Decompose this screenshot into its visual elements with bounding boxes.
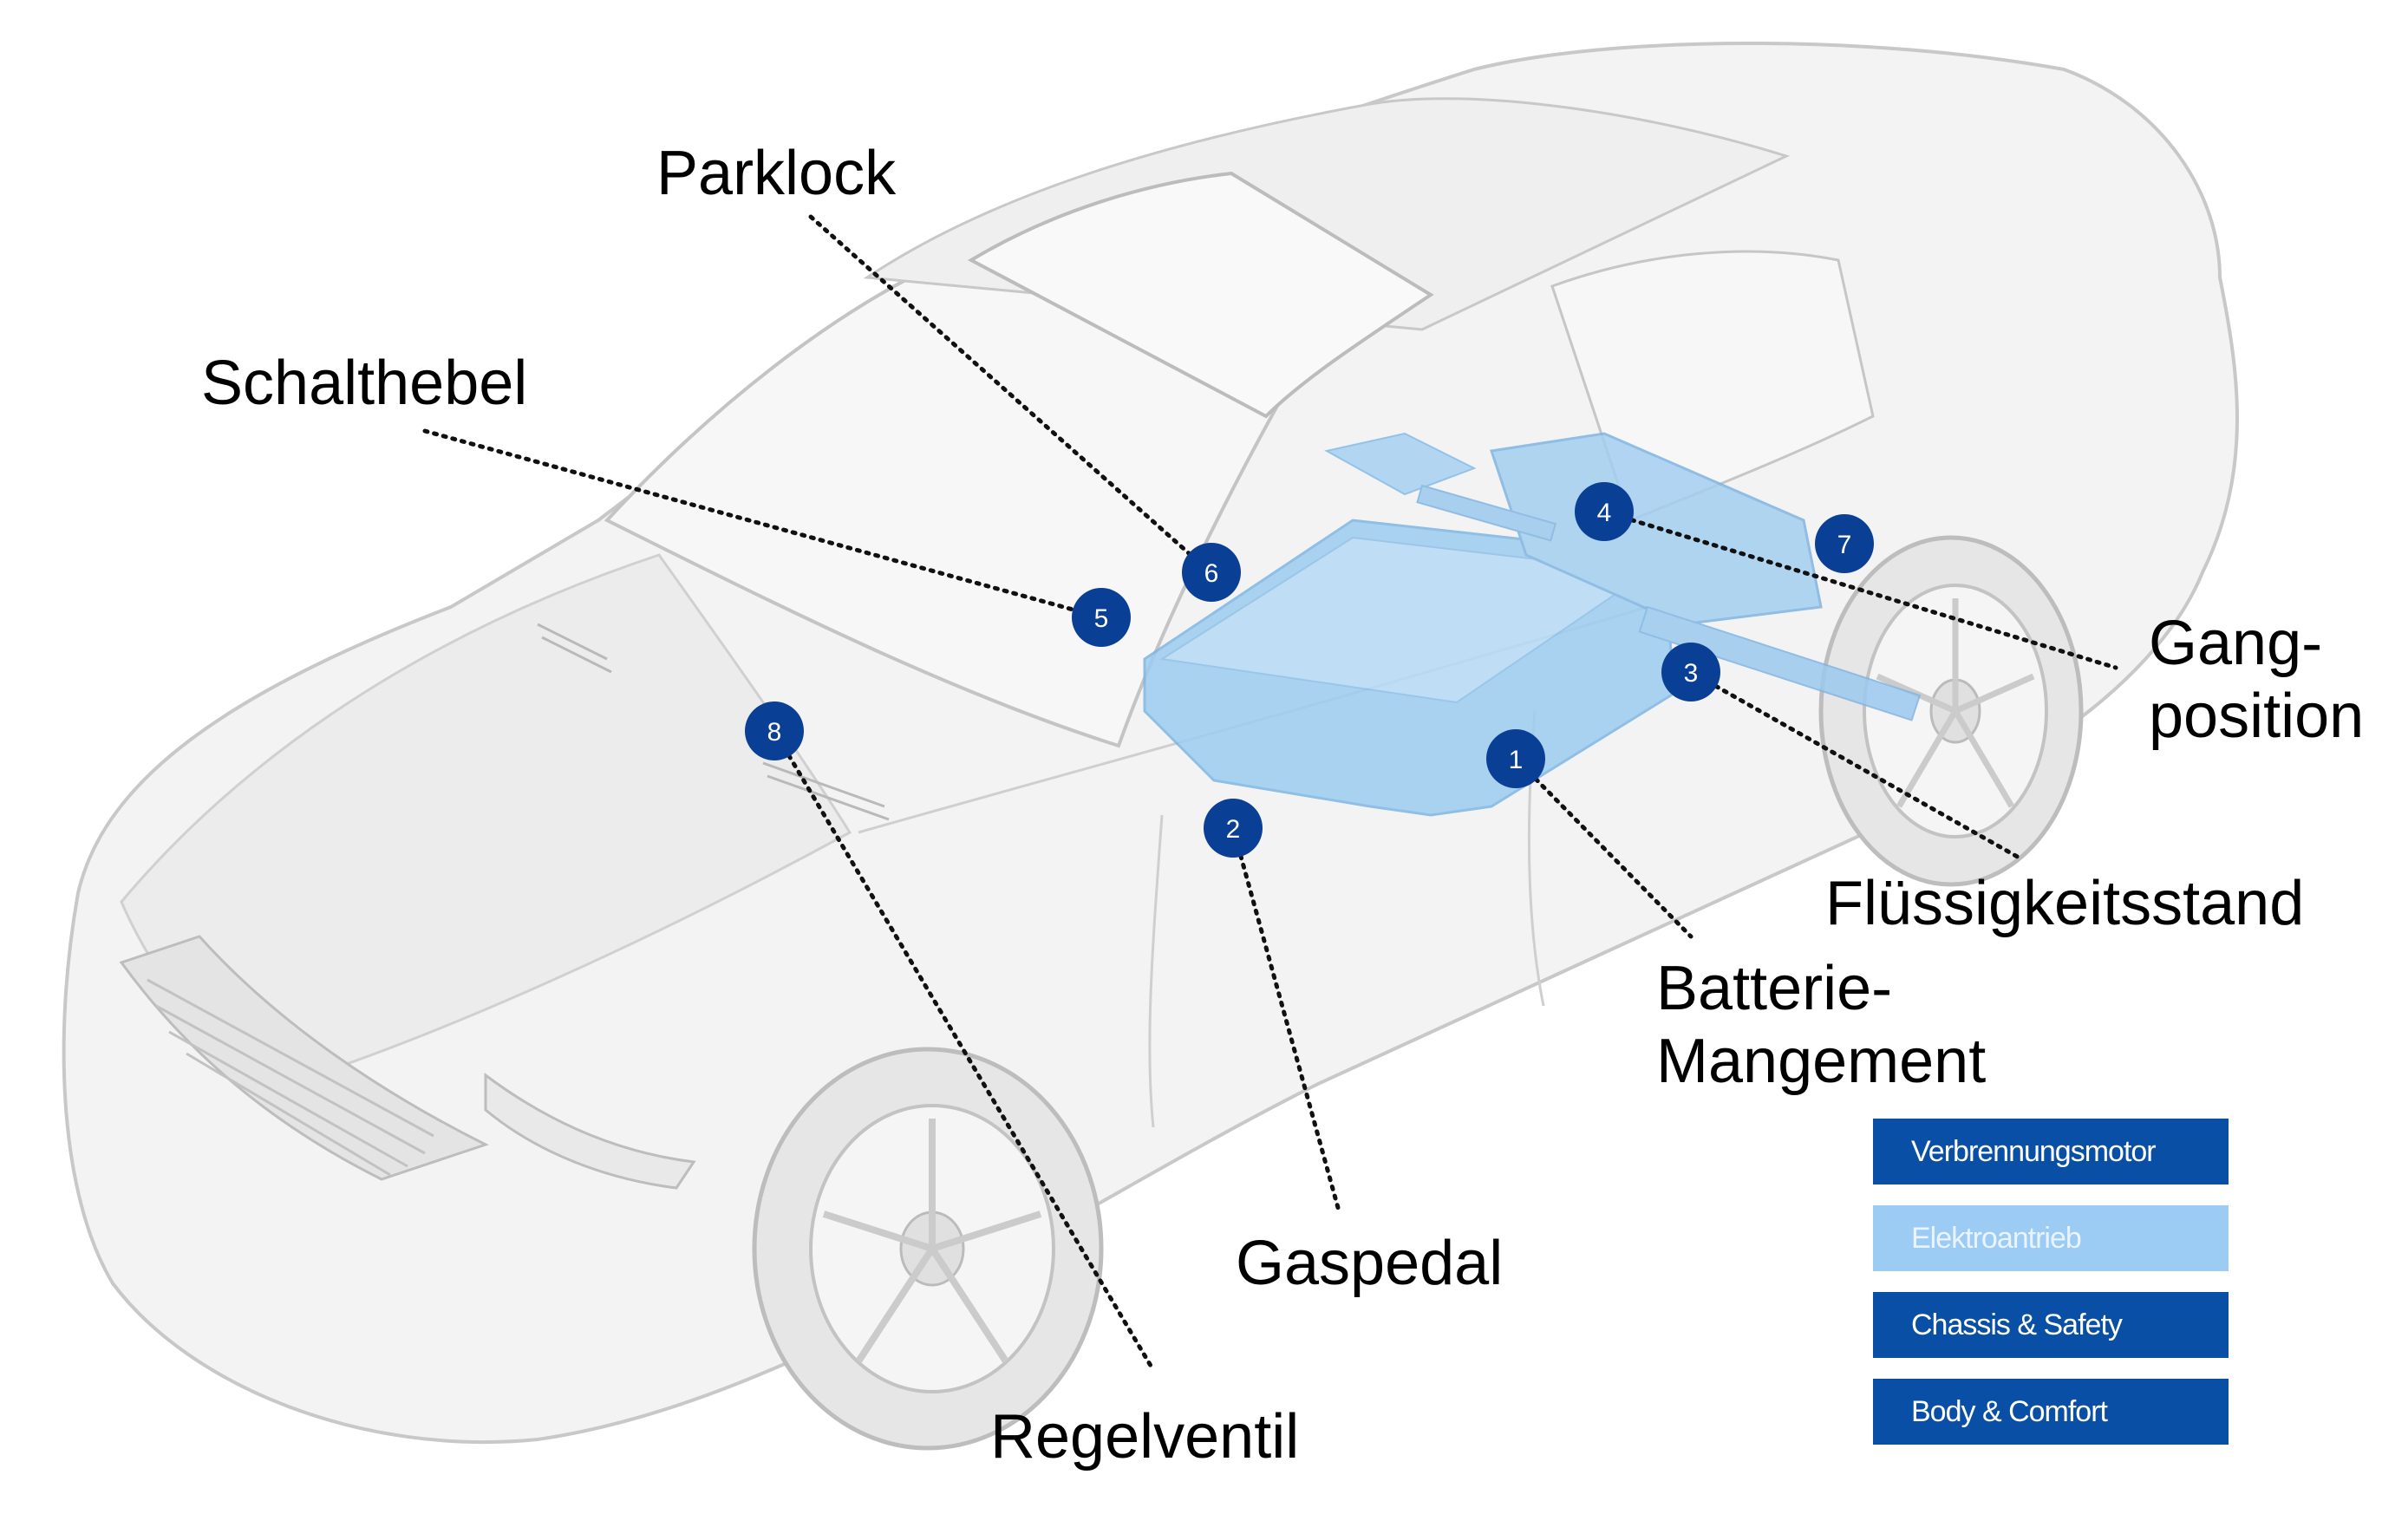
label-gangposition: Gang- position: [2149, 609, 2365, 751]
car-front-grille: [119, 935, 489, 1181]
leader-schalthebel: [422, 428, 1104, 620]
marker-8-label: 8: [767, 718, 782, 747]
leader-regelventil: [772, 728, 1156, 1373]
marker-7[interactable]: 7: [1815, 514, 1874, 573]
label-gaspedal: Gaspedal: [1236, 1229, 1504, 1298]
legend-elektroantrieb-button[interactable]: Elektroantrieb: [1873, 1205, 2229, 1271]
rear-axle: [1638, 605, 1922, 721]
grille-lines: [147, 978, 434, 1177]
marker-5[interactable]: 5: [1072, 588, 1131, 647]
label-schalthebel: Schalthebel: [201, 349, 528, 418]
marker-7-label: 7: [1837, 531, 1852, 559]
legend-chassis-safety-button[interactable]: Chassis & Safety: [1873, 1292, 2229, 1358]
marker-5-label: 5: [1094, 604, 1109, 633]
front-axle: [1416, 484, 1557, 542]
leader-lines: [422, 214, 2118, 1373]
leader-gaspedal: [1230, 825, 1342, 1217]
marker-3-label: 3: [1684, 659, 1699, 688]
hood-vents: [537, 623, 890, 821]
legend-verbrennungsmotor-button[interactable]: Verbrennungsmotor: [1873, 1119, 2229, 1184]
car-sunroof: [967, 171, 1434, 419]
rear-motor: [1490, 432, 1823, 626]
front-wheel: [752, 1047, 1104, 1451]
marker-8[interactable]: 8: [745, 701, 804, 760]
label-regelventil: Regelventil: [990, 1402, 1300, 1471]
marker-4[interactable]: 4: [1575, 482, 1634, 541]
electric-drivetrain: [1143, 432, 1922, 817]
marker-6-label: 6: [1204, 559, 1219, 588]
car-headlight: [484, 1073, 696, 1190]
leader-fluessigkeit: [1688, 669, 2023, 861]
rear-wheel: [1818, 535, 2084, 887]
marker-2[interactable]: 2: [1204, 799, 1263, 858]
legend-body-comfort-button[interactable]: Body & Comfort: [1873, 1379, 2229, 1445]
marker-6[interactable]: 6: [1182, 543, 1241, 602]
label-fluessigkeitsstand: Flüssigkeitsstand: [1825, 869, 2305, 938]
leader-parklock: [808, 214, 1208, 571]
marker-4-label: 4: [1597, 499, 1612, 527]
marker-3[interactable]: 3: [1661, 643, 1720, 701]
marker-1-label: 1: [1509, 746, 1524, 774]
marker-1[interactable]: 1: [1486, 729, 1545, 788]
front-drive-unit: [1324, 432, 1477, 496]
leader-batterie: [1513, 756, 1694, 939]
marker-2-label: 2: [1226, 815, 1241, 844]
leader-gangposition: [1602, 509, 2118, 670]
label-batterie-management: Batterie- Mangement: [1656, 954, 1987, 1096]
label-parklock: Parklock: [656, 139, 897, 208]
markers: 1 2 3 4 5 6 7: [745, 482, 1874, 858]
